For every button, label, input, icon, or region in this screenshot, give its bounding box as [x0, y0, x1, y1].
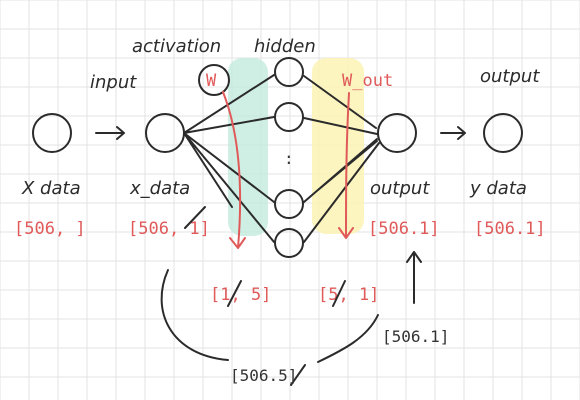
input-node	[32, 113, 72, 153]
w-out-shape: [5, 1]	[318, 285, 379, 305]
bottom-right-curve	[317, 314, 379, 363]
output-weight-highlight	[312, 58, 364, 234]
y-node	[483, 113, 523, 153]
hidden-ellipsis: :	[284, 149, 294, 168]
connection-lines-in	[183, 74, 275, 243]
x-data-input-shape: [506, ]	[14, 219, 86, 239]
w-out-label: W_out	[342, 71, 393, 91]
output-node-label: output	[370, 178, 430, 199]
output-arrow-line	[440, 126, 466, 140]
hidden-node	[274, 189, 304, 219]
y-data-shape: [506.1]	[474, 219, 546, 239]
hidden-node	[274, 228, 304, 258]
w-arrow	[222, 91, 246, 249]
x-data-input-label: X data	[21, 178, 81, 199]
activation-label: activation	[132, 36, 221, 57]
hidden-label: hidden	[254, 36, 316, 57]
hidden-node	[274, 102, 304, 132]
strike-marks	[184, 206, 346, 386]
w-shape: [1, 5]	[210, 285, 271, 305]
hidden-node	[274, 57, 304, 87]
w-out-arrow	[338, 92, 354, 239]
y-data-label: y data	[469, 178, 527, 199]
output-node	[377, 113, 417, 153]
w-label: W	[206, 71, 217, 91]
w-circle	[198, 64, 230, 96]
bottom-hidden-shape: [506.5]	[230, 366, 297, 385]
activation-node	[145, 113, 185, 153]
x-data-activation-shape: [506, 1]	[128, 219, 210, 239]
bottom-output-shape: [506.1]	[382, 327, 449, 346]
output-top-label: output	[480, 66, 540, 87]
hidden-highlight	[228, 58, 268, 236]
bottom-output-arrow	[406, 251, 422, 304]
connection-lines-out	[303, 75, 380, 243]
bottom-left-curve	[160, 269, 229, 361]
input-arrow-line	[95, 126, 125, 140]
x-data-activation-label: x_data	[129, 178, 190, 199]
output-node-shape: [506.1]	[368, 219, 440, 239]
input-label: input	[90, 72, 137, 93]
